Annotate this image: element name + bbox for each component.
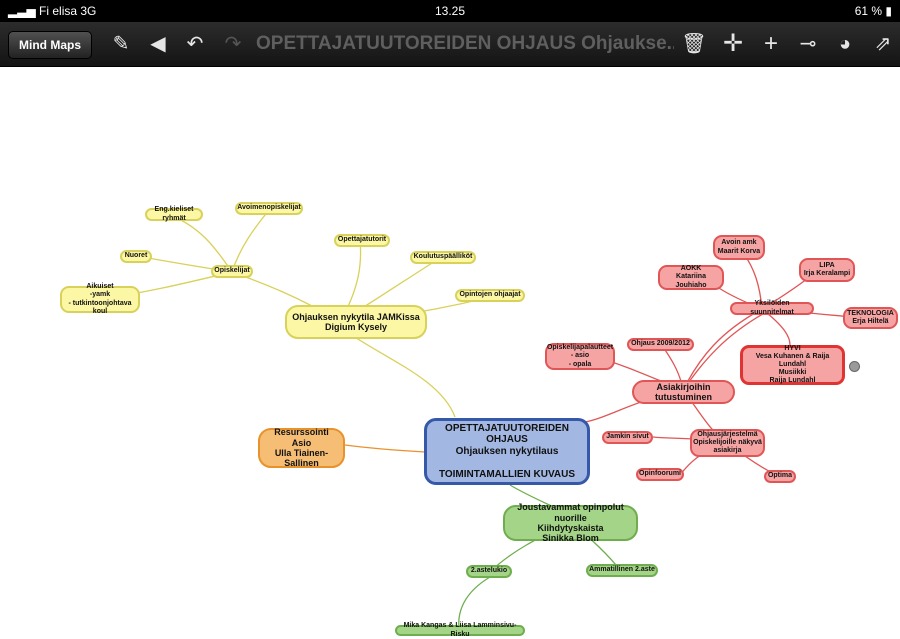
node-opettajatutorit[interactable]: Opettajatutorit (334, 234, 390, 247)
node-aikuiset[interactable]: Aikuiset -yamk - tutkintoonjohtava koul (60, 283, 140, 315)
node-joustavammat[interactable]: Joustavammat opinpolut nuorille Kiihdyty… (503, 502, 638, 543)
node-handle-icon[interactable] (849, 361, 860, 372)
back-icon[interactable]: ◀ (150, 33, 166, 55)
node-ammatillinen[interactable]: Ammatillinen 2.aste (586, 564, 658, 577)
trash-icon[interactable]: 🗑 (681, 33, 707, 55)
add-child-icon[interactable]: + (763, 30, 778, 57)
node-avoinamk[interactable]: Avoin amk Maarit Korva (713, 235, 765, 260)
status-bar: ▂▃▅ Fi elisa 3G 13.25 61 % ▮ (0, 0, 900, 22)
node-optima[interactable]: Optima (764, 470, 796, 483)
node-hyvi[interactable]: HYVI Vesa Kuhanen & Raija Lundahl Musiik… (740, 345, 845, 385)
orange-branch-line (344, 444, 426, 453)
node-astelukio[interactable]: 2.astelukio (466, 565, 512, 578)
node-asiakirjoihin[interactable]: Asiakirjoihin tutustuminen (632, 380, 735, 404)
node-opinfoorumi[interactable]: Opinfoorumi (636, 468, 684, 481)
node-ohjaus2009[interactable]: Ohjaus 2009/2012 (627, 338, 694, 351)
carrier-text: Fi elisa 3G (39, 4, 97, 18)
node-nuoret[interactable]: Nuoret (120, 250, 152, 263)
battery-text: 61 % (854, 4, 883, 18)
add-sibling-icon[interactable]: ✛ (722, 30, 744, 57)
carrier-label: ▂▃▅ Fi elisa 3G (8, 4, 97, 18)
node-eng[interactable]: Eng.kieliset ryhmät (145, 206, 203, 222)
node-mika[interactable]: Mika Kangas & Liisa Lamminsivu-Risku (395, 622, 525, 638)
share-icon[interactable]: ⇗ (874, 33, 892, 55)
node-teknologia[interactable]: TEKNOLOGIA Erja Hiltelä (843, 307, 898, 329)
central-node[interactable]: OPETTAJATUUTOREIDEN OHJAUS Ohjauksen nyk… (424, 418, 590, 485)
node-jamkin[interactable]: Jamkin sivut (602, 431, 653, 444)
node-opintojen[interactable]: Opintojen ohjaajat (455, 289, 525, 302)
document-title: OPETTAJATUUTOREIDEN OHJAUS Ohjaukse... (256, 33, 674, 54)
undo-icon[interactable]: ↶ (186, 33, 204, 55)
clock: 13.25 (434, 4, 466, 18)
link-icon[interactable]: ⊸ (799, 33, 817, 55)
node-resurssointi[interactable]: Resurssointi Asio Ulla Tiainen- Sallinen (258, 427, 345, 468)
node-lipa[interactable]: LIPA Irja Keralampi (799, 258, 855, 282)
edit-icon[interactable]: ✎ (112, 33, 130, 55)
palette-icon[interactable]: ◕ (838, 33, 852, 55)
node-avoimeno[interactable]: Avoimenopiskelijat (235, 202, 303, 215)
node-nykytila[interactable]: Ohjauksen nykytila JAMKissa Digium Kysel… (285, 305, 427, 339)
battery-indicator: 61 % ▮ (854, 4, 892, 18)
node-opiskelijat[interactable]: Opiskelijat (211, 265, 253, 278)
redo-icon[interactable]: ↷ (224, 33, 242, 55)
mind-maps-button[interactable]: Mind Maps (8, 31, 92, 59)
toolbar: Mind Maps ✎ ◀ ↶ ↷ OPETTAJATUUTOREIDEN OH… (0, 22, 900, 67)
node-ohjausjarjestelma[interactable]: Ohjausjärjestelmä Opiskelijoille näkyvä … (690, 429, 765, 457)
node-koulutuspaalliko[interactable]: Koulutuspäälliköt (410, 251, 476, 264)
node-yksiloiden[interactable]: Yksilöiden suunnitelmat (730, 300, 814, 316)
node-aokk[interactable]: AOKK Katariina Jouhiaho (658, 265, 724, 290)
node-opiskelijapalautteet[interactable]: Opiskelijapalautteet - asio - opala (545, 343, 615, 370)
mind-map-canvas[interactable]: OPETTAJATUUTOREIDEN OHJAUS Ohjauksen nyk… (0, 67, 900, 638)
